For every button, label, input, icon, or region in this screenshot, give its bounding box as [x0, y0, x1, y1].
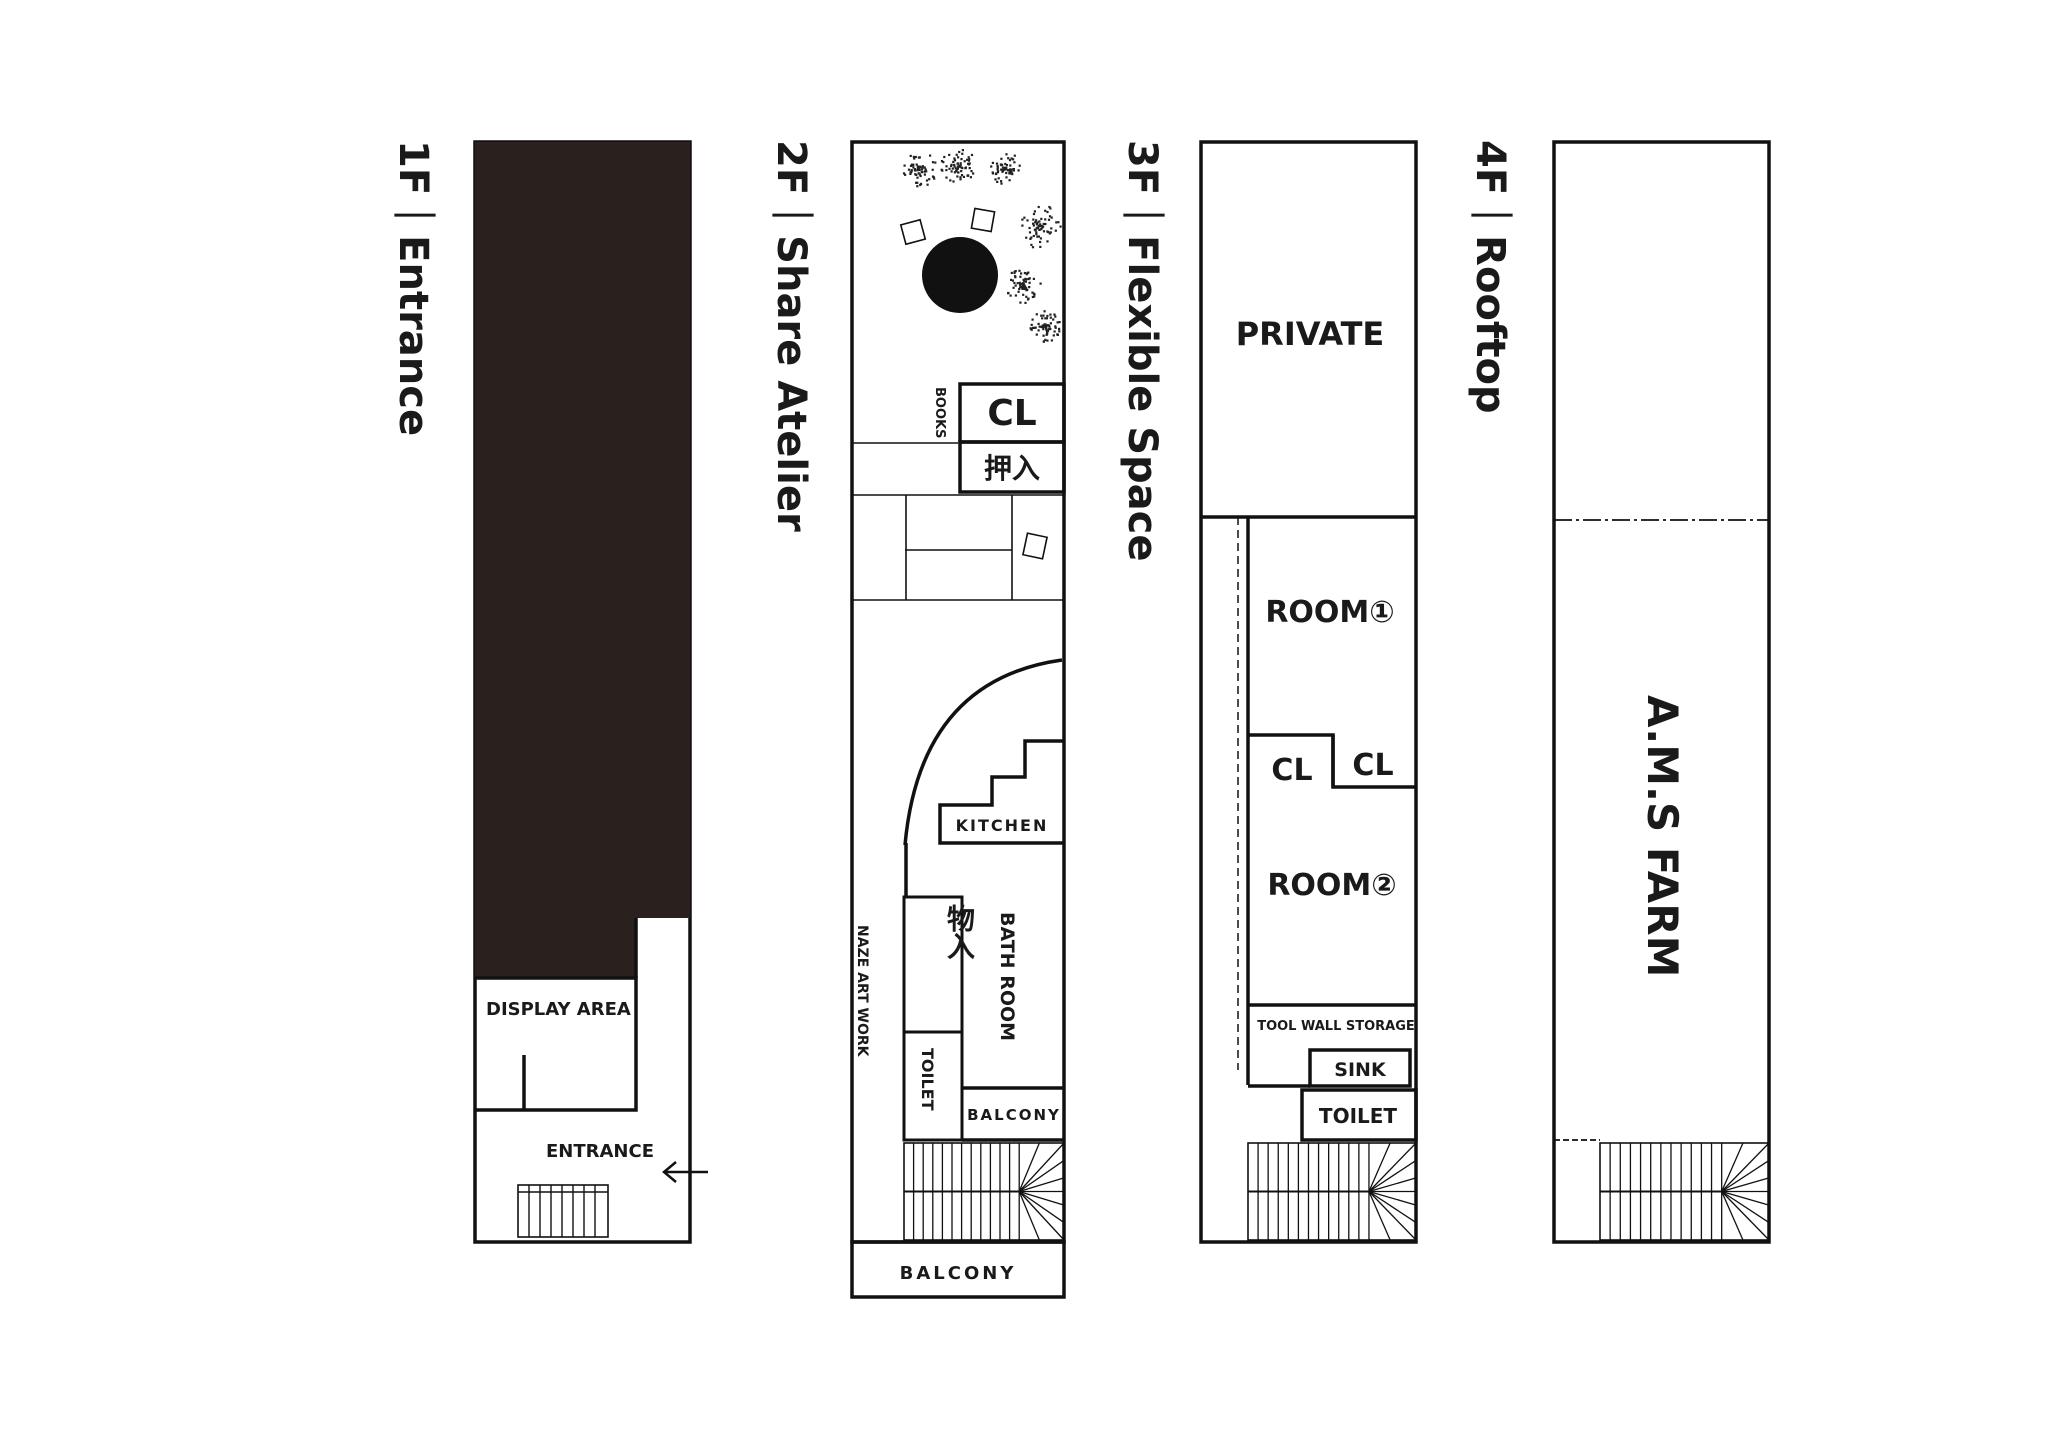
stairs-icon [903, 1142, 1065, 1241]
floor-1f-plan: DISPLAY AREA ENTRANCE [473, 140, 708, 1244]
monoire-storage [902, 895, 964, 1034]
closet-3f-left-label: CL [1271, 753, 1312, 788]
stairs-icon [517, 1184, 609, 1238]
arrow-left-icon [662, 1161, 708, 1183]
kitchen-label: KITCHEN [956, 816, 1049, 835]
closet-2f-label: CL [987, 393, 1036, 434]
farm-label: A.M.S FARM [1638, 695, 1687, 977]
stairs-icon [1247, 1142, 1417, 1241]
floor-title-3f: 3F｜Flexible Space [1119, 140, 1165, 562]
floor-2f-plan: BALCONY CL 押入 BOOKS KITCHEN [850, 140, 1066, 1299]
floor-title-2f: 2F｜Share Atelier [768, 140, 814, 532]
floor-3f-plan: PRIVATE ROOM① CL CL ROOM② TOOL WALL STOR… [1199, 140, 1418, 1244]
floor-3f-outline [1199, 140, 1418, 1244]
balcony-outer-box [850, 1240, 1066, 1299]
round-table-icon [922, 237, 998, 313]
bath-room-label: BATH ROOM [996, 912, 1018, 1041]
floor-title-1f: 1F｜Entrance [390, 140, 436, 436]
plant-icon [902, 149, 1062, 343]
oshiire-closet [958, 440, 1066, 494]
toilet-3f-label: TOILET [1319, 1104, 1397, 1128]
chair-icon [899, 207, 1049, 560]
floor-1f-dark-area [475, 142, 690, 978]
balcony-inner-label: BALCONY [967, 1106, 1061, 1124]
floor-title-4f: 4F｜Rooftop [1467, 140, 1513, 414]
kitchen-counter [938, 739, 1064, 845]
curved-wall [903, 658, 1063, 846]
entrance-label: ENTRANCE [546, 1141, 654, 1162]
floor-4f-outline [1552, 140, 1771, 1244]
toilet-3f [1300, 1088, 1418, 1142]
oshiire-label: 押入 [984, 452, 1040, 485]
display-area-label: DISPLAY AREA [486, 999, 631, 1020]
private-label: PRIVATE [1236, 315, 1385, 353]
floor-4f-plan: A.M.S FARM [1552, 140, 1771, 1244]
naze-art-work-label: NAZE ART WORK [854, 925, 870, 1058]
stairs-icon [1599, 1142, 1770, 1241]
sink [1308, 1048, 1412, 1088]
toilet-2f [902, 1030, 964, 1142]
room1-label: ROOM① [1265, 595, 1394, 630]
closet-3f-right-label: CL [1352, 748, 1393, 783]
display-area-walls [475, 976, 638, 1112]
books-label: BOOKS [932, 387, 947, 438]
toilet-2f-label: TOILET [918, 1048, 937, 1111]
room2-label: ROOM② [1267, 868, 1396, 903]
balcony-outer-label: BALCONY [900, 1263, 1017, 1284]
sink-label: SINK [1334, 1059, 1387, 1081]
tool-wall-storage-label: TOOL WALL STORAGE [1257, 1019, 1415, 1034]
tatami-grid [852, 442, 1064, 601]
